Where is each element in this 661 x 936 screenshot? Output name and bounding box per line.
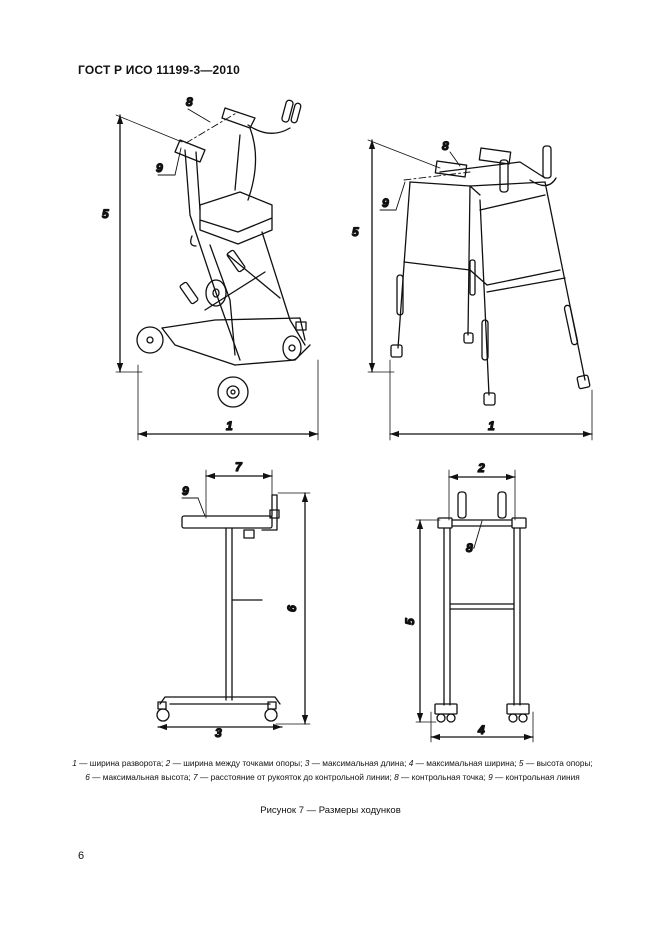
walking-frame-perspective-drawing	[367, 139, 593, 441]
legend-text: — расстояние от рукояток до контрольной …	[197, 772, 395, 782]
callout-label: 8	[466, 541, 473, 555]
rollator-perspective-drawing	[115, 99, 319, 441]
page-number: 6	[78, 850, 85, 862]
legend-text: — контрольная точка;	[398, 772, 489, 782]
legend-number: 9	[488, 772, 493, 782]
walker-front-view-drawing	[415, 469, 534, 743]
callout-label: 5	[352, 225, 359, 239]
figure-caption: Рисунок 7 — Размеры ходунков	[260, 805, 401, 816]
legend-text: — ширина разворота;	[76, 758, 166, 768]
walker-side-view-drawing	[156, 469, 311, 731]
legend-text: — максимальная высота;	[89, 772, 194, 782]
callout-label: 5	[102, 207, 109, 221]
callout-label: 9	[182, 484, 189, 498]
legend-text: — высота опоры;	[523, 758, 593, 768]
legend-number: 8	[394, 772, 399, 782]
document-header: ГОСТ Р ИСО 11199-3—2010	[78, 63, 241, 77]
legend-text: — максимальная ширина;	[413, 758, 519, 768]
callout-label: 1	[488, 419, 495, 433]
legend-number: 6	[85, 772, 90, 782]
legend-number: 3	[304, 758, 310, 768]
legend-number: 7	[193, 772, 198, 782]
legend-number: 2	[165, 758, 171, 768]
callout-label: 4	[477, 723, 485, 737]
legend-text: — ширина между точками опоры;	[170, 758, 305, 768]
legend-text: — контрольная линия	[492, 772, 580, 782]
callout-label: 6	[285, 605, 299, 612]
legend-text: — максимальная длина;	[309, 758, 409, 768]
callout-label: 2	[477, 461, 485, 475]
callout-label: 9	[156, 161, 163, 175]
legend-number: 5	[518, 758, 524, 768]
callout-label: 8	[442, 139, 449, 153]
callout-label: 8	[186, 95, 193, 109]
legend-number: 4	[408, 758, 414, 768]
callout-label: 5	[403, 618, 417, 625]
figure-legend: 1 — ширина разворота; 2 — ширина между т…	[70, 756, 595, 784]
callout-label: 7	[235, 460, 243, 474]
callout-label: 9	[382, 196, 389, 210]
legend-number: 1	[72, 758, 77, 768]
callout-label: 1	[226, 419, 233, 433]
callout-label: 3	[215, 726, 222, 740]
